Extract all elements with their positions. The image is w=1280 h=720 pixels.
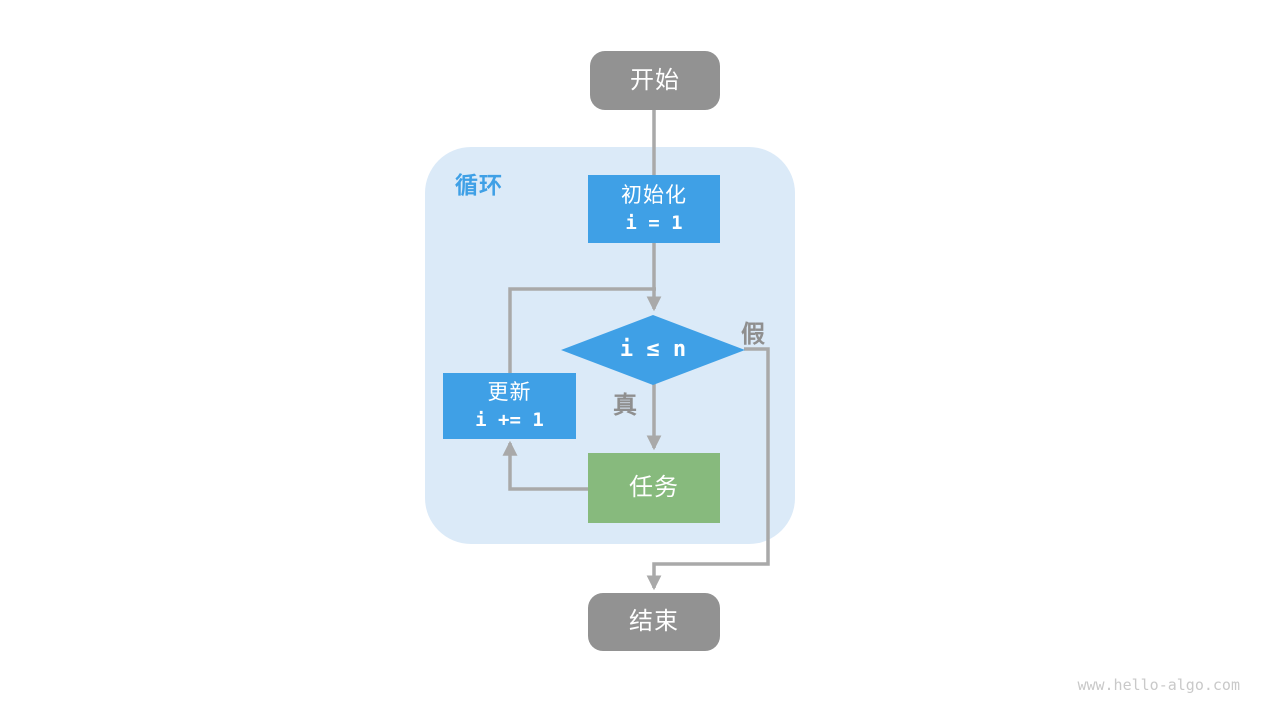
watermark-text: www.hello-algo.com xyxy=(1077,676,1240,694)
branch-label-false: 假 xyxy=(741,321,766,348)
node-update-label: 更新 xyxy=(487,380,532,404)
node-start-label: 开始 xyxy=(630,66,680,94)
loop-container-label: 循环 xyxy=(455,172,503,198)
branch-label-true: 真 xyxy=(613,392,638,419)
node-init-label: 初始化 xyxy=(621,183,687,207)
node-update-code: i += 1 xyxy=(475,408,544,431)
node-task: 任务 xyxy=(588,453,720,523)
node-task-label: 任务 xyxy=(629,474,679,501)
node-update: 更新 i += 1 xyxy=(443,373,576,439)
node-end: 结束 xyxy=(588,593,720,651)
node-init: 初始化 i = 1 xyxy=(588,175,720,243)
node-init-code: i = 1 xyxy=(625,211,683,234)
node-end-label: 结束 xyxy=(629,608,679,635)
node-start: 开始 xyxy=(590,51,720,110)
node-condition-code: i ≤ n xyxy=(619,337,687,363)
